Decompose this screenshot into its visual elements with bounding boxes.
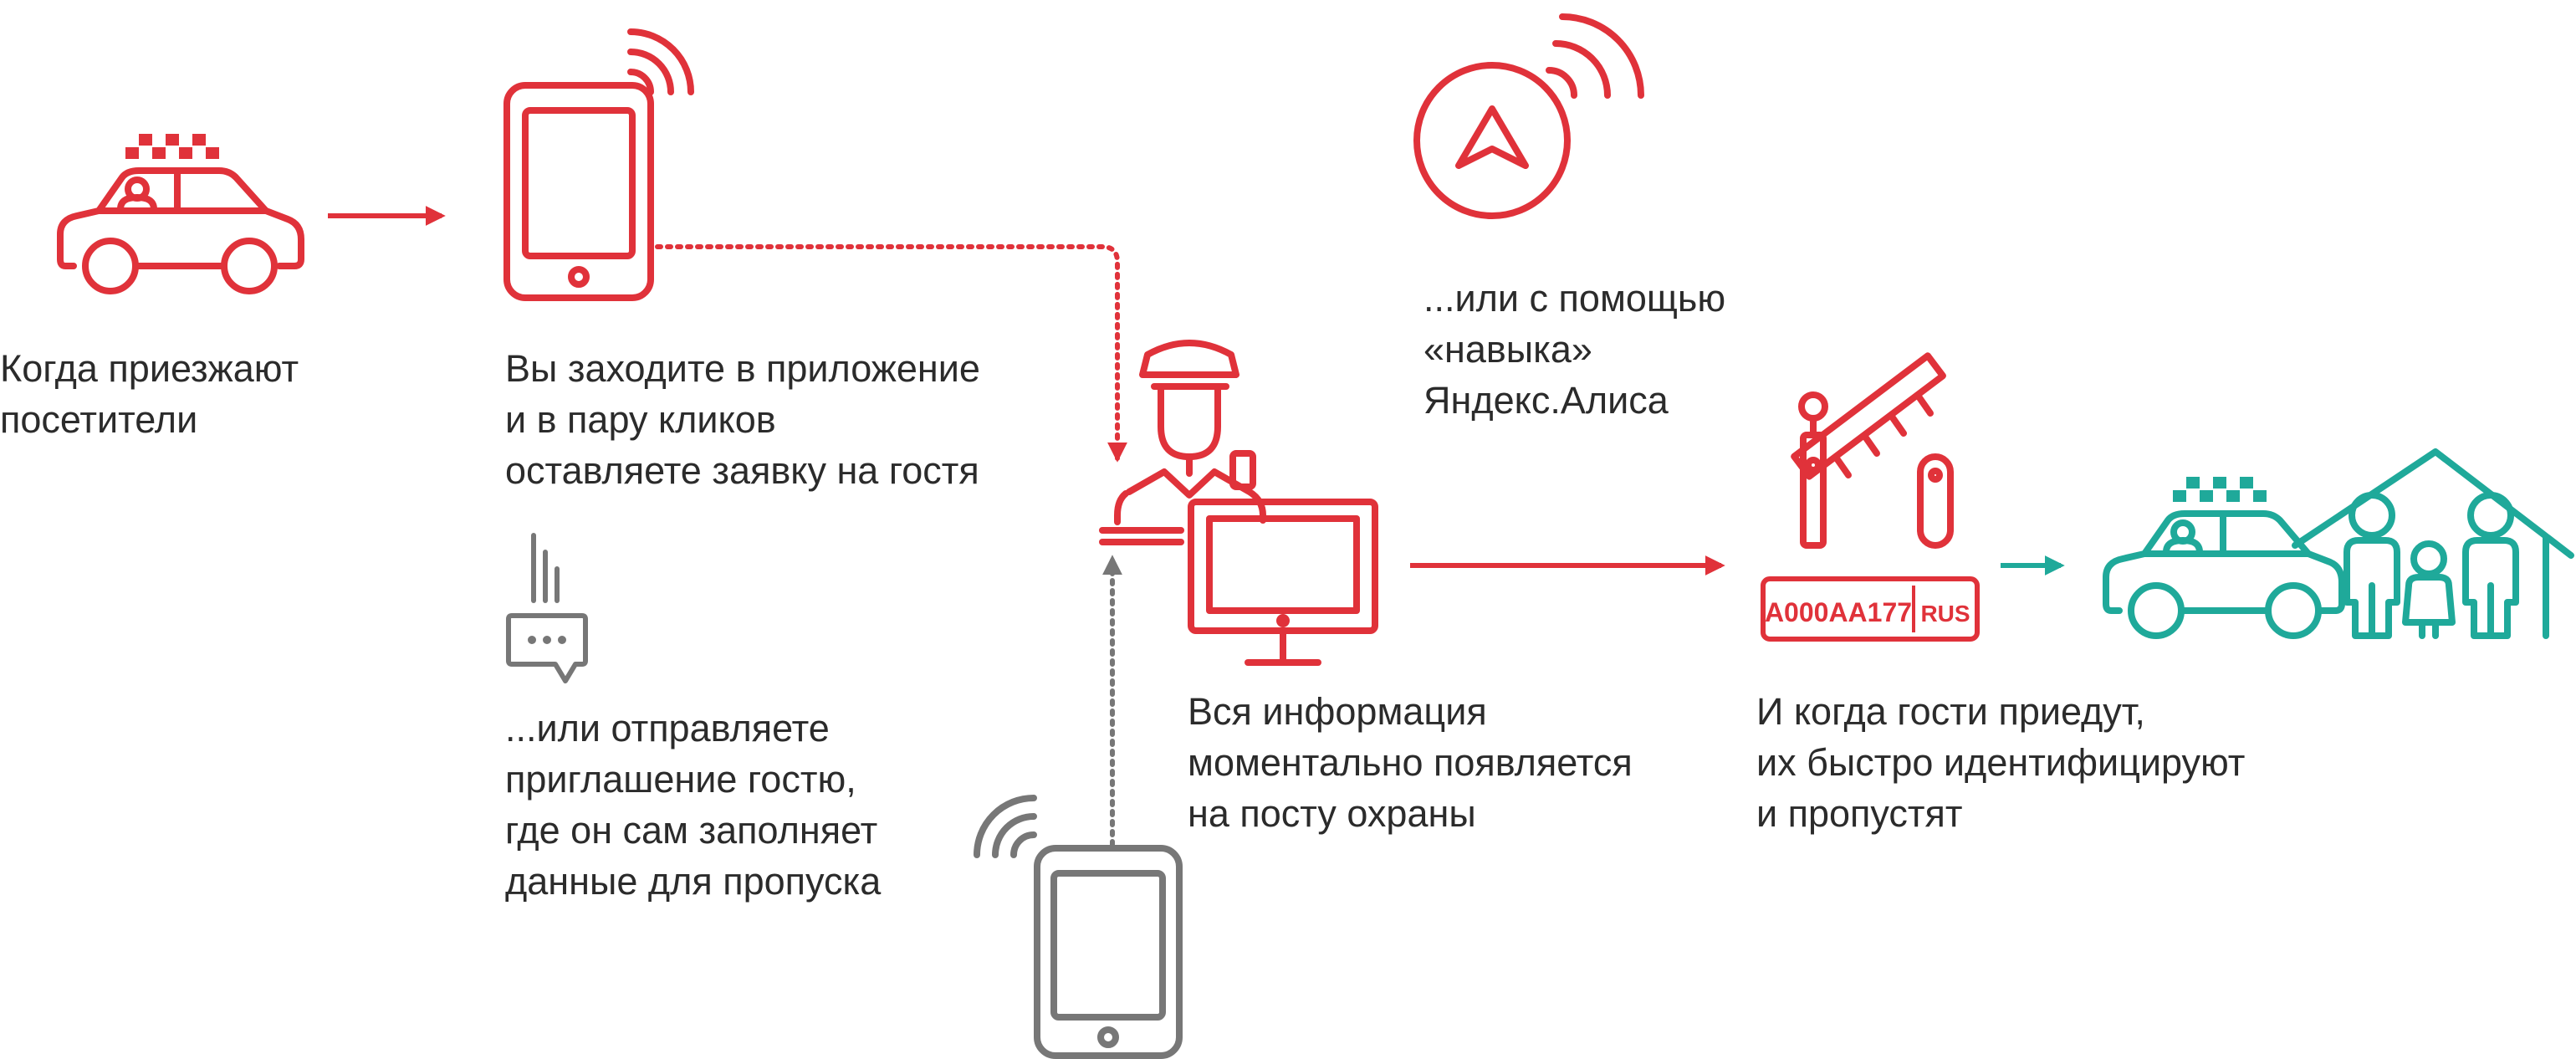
caption-line: моментально появляется [1188,741,1633,784]
caption-line: Вы заходите в приложение [505,347,980,390]
caption-line: на посту охраны [1188,792,1476,835]
caption-app: Вы заходите в приложение и в пару кликов… [505,343,980,496]
caption-line: ...или отправляете [505,707,830,749]
connector-app-to-guard [655,244,1127,463]
security-guard-icon [1099,340,1266,545]
smartphone-icon-guest [974,795,1183,1059]
license-plate-icon: А000АА177 RUS [1761,576,1980,642]
caption-visitors: Когда приезжают посетители [0,343,299,445]
caption-alisa: ...или с помощью «навыка» Яндекс.Алиса [1423,273,1725,426]
taxi-icon [57,134,304,294]
caption-line: приглашение гостю, [505,758,856,801]
monitor-icon [1188,499,1378,666]
caption-line: Вся информация [1188,690,1487,733]
caption-line: И когда гости приедут, [1756,690,2145,733]
plate-region: RUS [1920,601,1970,627]
barrier-gate-icon [1791,352,1954,549]
caption-line: Когда приезжают [0,347,299,390]
alisa-icon [1413,13,1644,219]
caption-entry: И когда гости приедут, их быстро идентиф… [1756,686,2245,839]
caption-line: и в пару кликов [505,398,776,441]
caption-line: оставляете заявку на гостя [505,449,979,492]
caption-line: «навыка» [1423,328,1592,371]
message-icon [506,533,588,683]
plate-number: А000АА177 [1765,597,1912,627]
caption-line: посетители [0,398,198,441]
house-family-icon [2103,448,2574,639]
caption-invite: ...или отправляете приглашение гостю, гд… [505,703,881,907]
smartphone-icon [503,28,694,301]
caption-line: Яндекс.Алиса [1423,379,1669,422]
caption-line: их быстро идентифицируют [1756,741,2246,784]
caption-line: где он сам заполняет [505,809,878,852]
caption-line: данные для пропуска [505,860,882,903]
caption-guard: Вся информация моментально появляется на… [1188,686,1633,839]
caption-line: и пропустят [1756,792,1963,835]
caption-line: ...или с помощью [1423,277,1726,320]
